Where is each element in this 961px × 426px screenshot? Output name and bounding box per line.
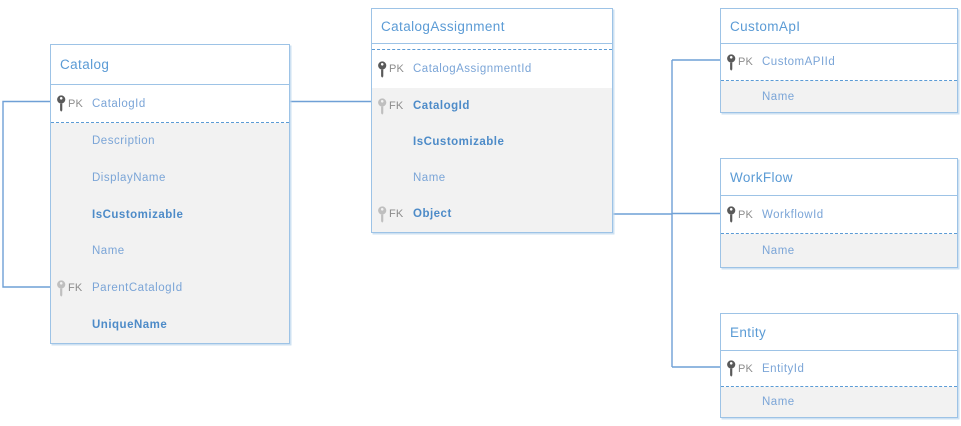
column-name: CatalogId bbox=[92, 97, 146, 110]
table-row: DisplayName bbox=[51, 159, 289, 197]
key-cell: PK bbox=[721, 360, 762, 377]
column-name: CustomAPIId bbox=[762, 56, 836, 68]
key-label: FK bbox=[68, 282, 83, 295]
table-title: WorkFlow bbox=[730, 169, 793, 185]
foreign-key-icon bbox=[57, 279, 66, 297]
table-row: PK CatalogAssignmentId bbox=[372, 50, 612, 88]
table-title: Entity bbox=[730, 324, 767, 340]
primary-key-icon bbox=[727, 53, 736, 71]
key-cell: PK bbox=[721, 53, 762, 71]
table-row: FK Object bbox=[372, 196, 612, 232]
table-row: PK CatalogId bbox=[51, 85, 289, 123]
foreign-key-icon bbox=[378, 205, 387, 223]
key-cell: FK bbox=[51, 279, 92, 297]
table-row: PK CustomAPIId bbox=[721, 44, 957, 81]
table-row: Name bbox=[721, 234, 957, 267]
column-name: Name bbox=[762, 244, 795, 257]
table-title: Catalog bbox=[60, 57, 110, 72]
relationship-line-catalogassignment-object-targets bbox=[612, 59, 720, 368]
table-catalog: Catalog PK CatalogId Description Display… bbox=[50, 44, 290, 344]
key-label: PK bbox=[738, 56, 754, 68]
table-workflow: WorkFlow PK WorkflowId Name bbox=[720, 158, 958, 268]
key-label: PK bbox=[389, 63, 405, 75]
primary-key-icon bbox=[378, 60, 387, 78]
table-row: Name bbox=[721, 387, 957, 417]
table-custom-api-header: CustomApI bbox=[721, 9, 957, 44]
primary-key-icon bbox=[727, 206, 736, 223]
table-row: IsCustomizable bbox=[372, 124, 612, 160]
primary-key-icon bbox=[727, 360, 736, 377]
key-label: PK bbox=[738, 362, 754, 375]
key-label: PK bbox=[68, 97, 84, 110]
column-name: CatalogAssignmentId bbox=[413, 63, 532, 75]
table-row: Description bbox=[51, 123, 289, 160]
key-cell: FK bbox=[372, 205, 413, 223]
table-row: UniqueName bbox=[51, 306, 289, 344]
column-name: Name bbox=[92, 245, 125, 258]
key-label: FK bbox=[389, 208, 404, 220]
table-row: PK WorkflowId bbox=[721, 196, 957, 234]
column-name: Description bbox=[92, 135, 156, 148]
key-cell: PK bbox=[51, 95, 92, 112]
table-row: Name bbox=[51, 233, 289, 270]
column-name: ParentCatalogId bbox=[92, 282, 183, 295]
key-label: PK bbox=[738, 208, 754, 221]
table-title: CatalogAssignment bbox=[381, 18, 505, 34]
table-custom-api: CustomApI PK CustomAPIId Name bbox=[720, 8, 958, 113]
key-cell: FK bbox=[372, 97, 413, 115]
column-name: Name bbox=[413, 172, 446, 184]
column-name: CatalogId bbox=[413, 100, 470, 112]
table-row: Name bbox=[372, 160, 612, 196]
relationship-line-catalog-self bbox=[2, 100, 50, 288]
table-entity-header: Entity bbox=[721, 314, 957, 351]
foreign-key-icon bbox=[378, 97, 387, 115]
column-name: WorkflowId bbox=[762, 208, 824, 221]
column-name: Name bbox=[762, 396, 795, 408]
table-title: CustomApI bbox=[730, 18, 801, 34]
key-section-divider bbox=[372, 44, 612, 50]
column-name: Name bbox=[762, 90, 795, 103]
table-row: FK ParentCatalogId bbox=[51, 269, 289, 307]
column-name: Object bbox=[413, 208, 452, 220]
column-name: EntityId bbox=[762, 362, 805, 375]
table-row: Name bbox=[721, 81, 957, 112]
table-entity: Entity PK EntityId Name bbox=[720, 313, 958, 418]
key-cell: PK bbox=[372, 60, 413, 78]
column-name: IsCustomizable bbox=[92, 208, 184, 221]
table-row: PK EntityId bbox=[721, 351, 957, 387]
key-label: FK bbox=[389, 100, 404, 112]
table-catalog-assignment-header: CatalogAssignment bbox=[372, 9, 612, 44]
column-name: DisplayName bbox=[92, 172, 166, 184]
table-catalog-header: Catalog bbox=[51, 45, 289, 85]
column-name: UniqueName bbox=[92, 318, 168, 331]
table-row: IsCustomizable bbox=[51, 196, 289, 234]
primary-key-icon bbox=[57, 95, 66, 112]
table-catalog-assignment: CatalogAssignment PK CatalogAssignmentId… bbox=[371, 8, 613, 233]
table-row: FK CatalogId bbox=[372, 88, 612, 124]
table-workflow-header: WorkFlow bbox=[721, 159, 957, 196]
key-cell: PK bbox=[721, 206, 762, 223]
column-name: IsCustomizable bbox=[413, 136, 505, 148]
